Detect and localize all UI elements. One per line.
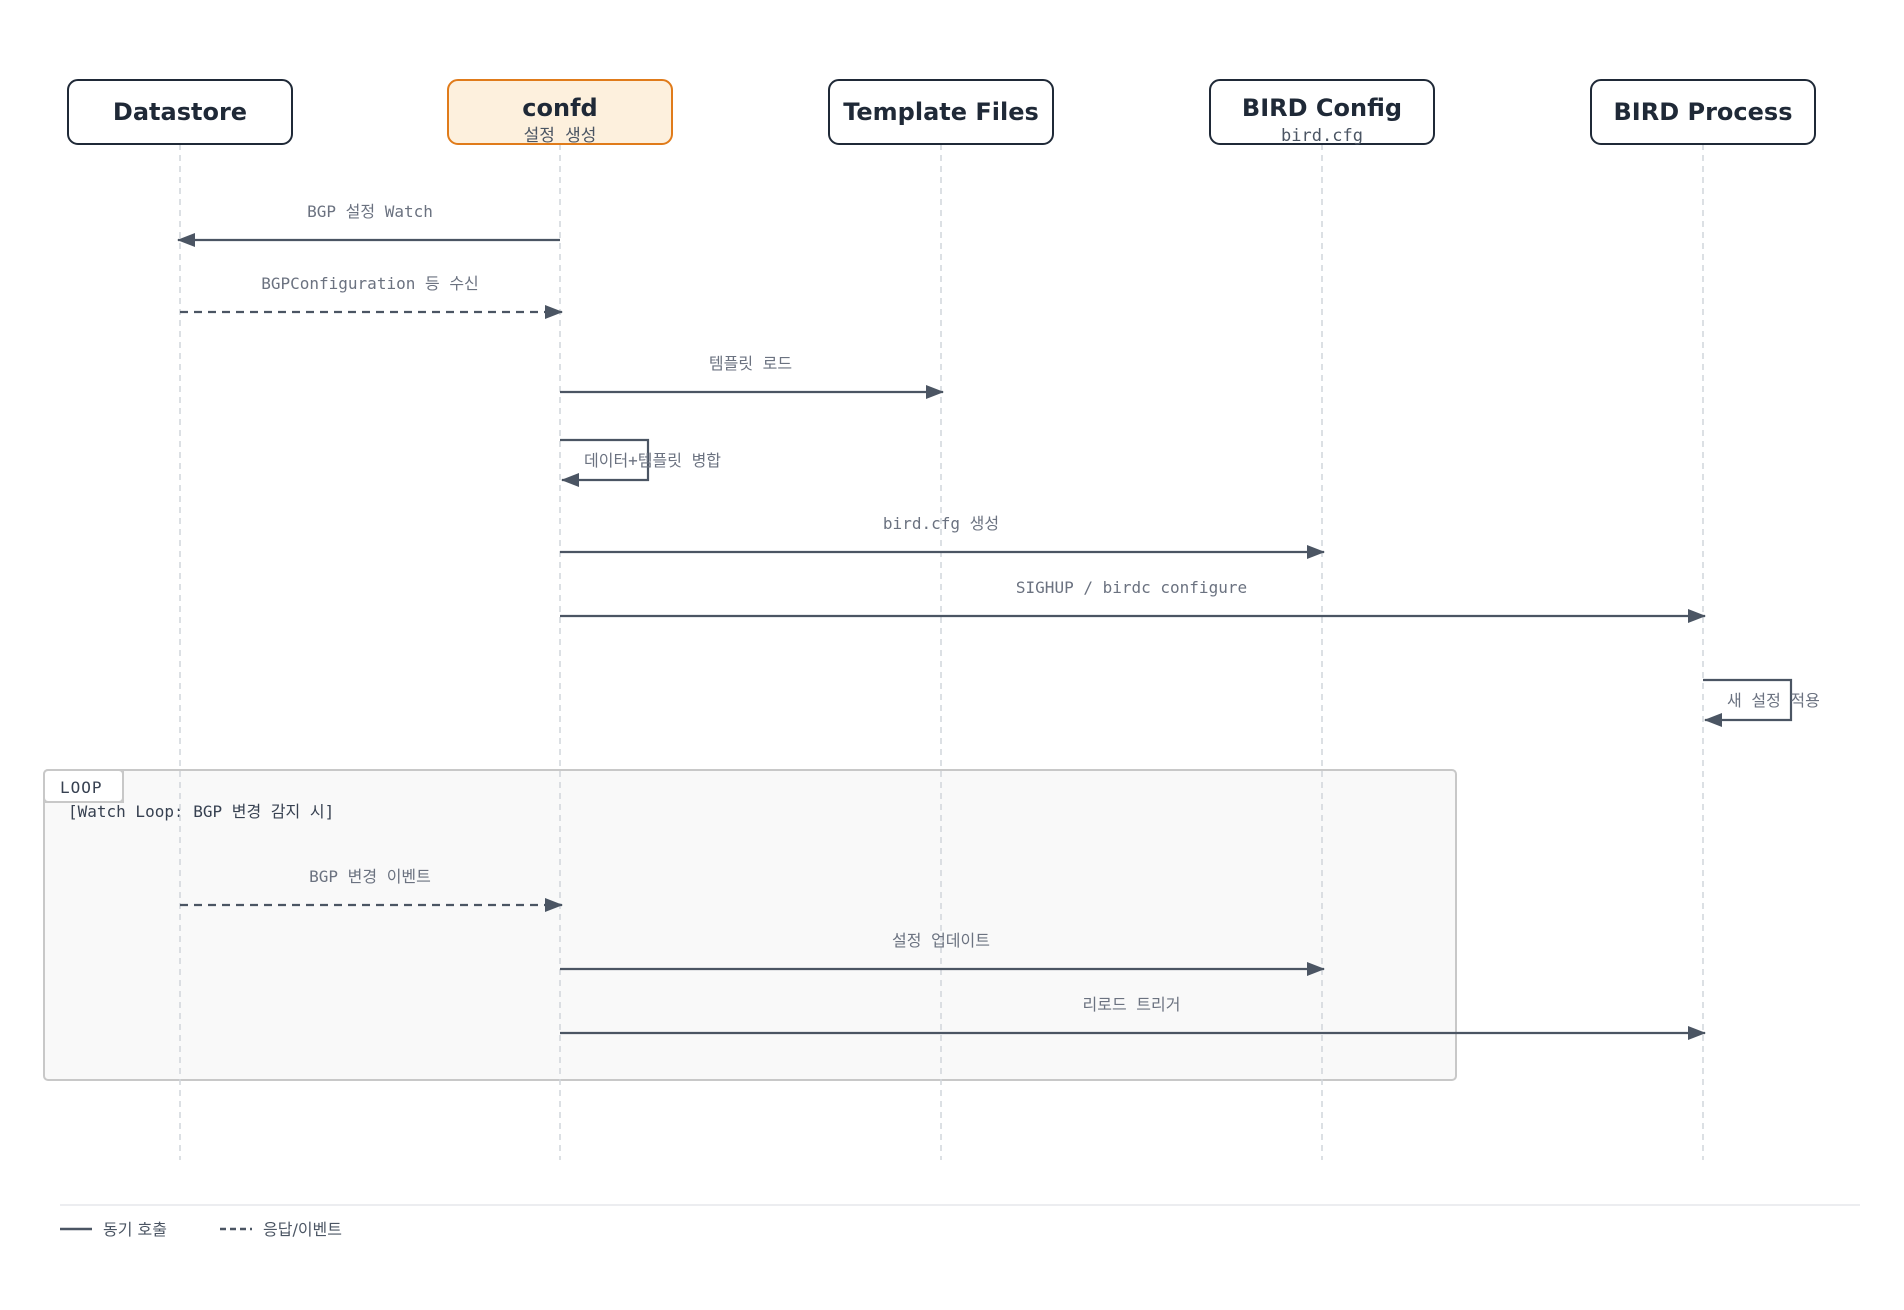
- participants: Datastore confd 설정 생성 Template Files BIRD Co…: [67, 79, 1816, 146]
- message-label: BGP 변경 이벤트: [309, 867, 431, 886]
- message-4: 데이터+템플릿 병합: [560, 438, 721, 487]
- participant-box: [828, 79, 1054, 145]
- message-label: 템플릿 로드: [709, 354, 792, 373]
- participant-title: Datastore: [113, 98, 247, 126]
- message-2: BGPConfiguration 등 수신: [180, 274, 563, 319]
- participant-bird-config[interactable]: BIRD Config bird.cfg: [1209, 79, 1435, 146]
- participant-title: Template Files: [843, 98, 1039, 126]
- message-label: 리로드 트리거: [1083, 995, 1181, 1014]
- message-label: bird.cfg 생성: [883, 514, 999, 533]
- message-1: BGP 설정 Watch: [177, 202, 560, 247]
- loop-condition: [Watch Loop: BGP 변경 감지 시]: [68, 802, 334, 821]
- participant-subtitle: 설정 생성: [524, 126, 597, 146]
- participant-datastore[interactable]: Datastore: [67, 79, 293, 145]
- participant-box: [1590, 79, 1816, 145]
- participant-confd[interactable]: confd 설정 생성: [447, 79, 673, 146]
- message-3: 템플릿 로드: [560, 354, 944, 399]
- loop-tag: LOOP: [60, 778, 103, 797]
- message-7: 새 설정 적용: [1703, 678, 1820, 727]
- message-6: SIGHUP / birdc configure: [560, 578, 1706, 623]
- legend-solid-label: 동기 호출: [103, 1220, 167, 1239]
- message-10: 리로드 트리거: [560, 995, 1706, 1040]
- participant-box: [1209, 79, 1435, 145]
- message-label: 데이터+템플릿 병합: [584, 451, 721, 470]
- participant-subtitle: bird.cfg: [1281, 126, 1363, 146]
- loop-box: [43, 769, 1457, 1081]
- participant-title: confd: [522, 94, 597, 122]
- message-label: BGPConfiguration 등 수신: [261, 274, 479, 293]
- participant-box: [447, 79, 673, 145]
- legend-dashed-label: 응답/이벤트: [263, 1220, 342, 1239]
- message-8: BGP 변경 이벤트: [180, 867, 563, 912]
- participant-bird-process[interactable]: BIRD Process: [1590, 79, 1816, 145]
- message-9: 설정 업데이트: [560, 931, 1325, 976]
- message-label: SIGHUP / birdc configure: [1016, 578, 1247, 597]
- loop-tag-background: [43, 769, 124, 803]
- self-message-arrow: [1703, 678, 1793, 727]
- message-label: 설정 업데이트: [892, 931, 990, 950]
- message-label: BGP 설정 Watch: [307, 202, 433, 221]
- self-message-arrow: [560, 438, 650, 487]
- message-5: bird.cfg 생성: [560, 514, 1325, 559]
- loop-frame: LOOP [Watch Loop: BGP 변경 감지 시]: [43, 769, 1457, 1081]
- participant-box: [67, 79, 293, 145]
- participant-title: BIRD Config: [1242, 94, 1402, 122]
- legend: 동기 호출 응답/이벤트: [60, 1204, 1860, 1239]
- message-label: 새 설정 적용: [1727, 691, 1820, 710]
- participant-template-files[interactable]: Template Files: [828, 79, 1054, 145]
- participant-title: BIRD Process: [1614, 98, 1793, 126]
